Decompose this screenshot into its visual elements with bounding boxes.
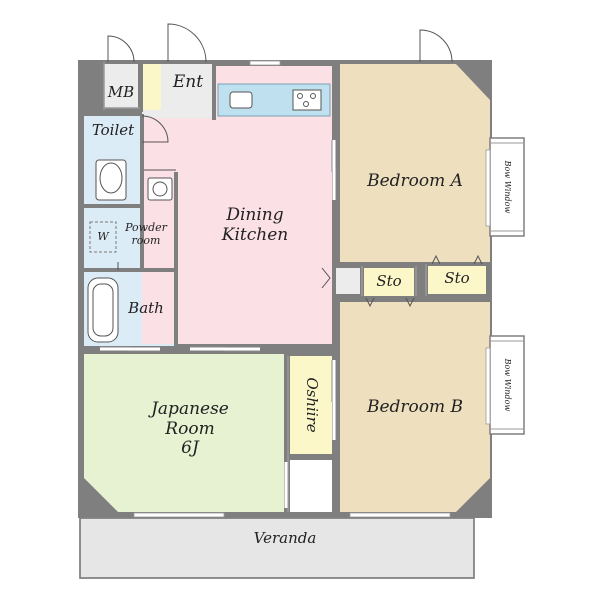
stove-icon: [292, 89, 322, 111]
bathtub-fixture: [87, 277, 119, 343]
entry-step-fill: [143, 64, 161, 110]
washer-box: [89, 221, 117, 253]
storage-1: [364, 268, 414, 296]
sliding-doors: [100, 140, 336, 508]
sliding-door-lines: [100, 140, 337, 440]
oshiire-closet: [290, 356, 332, 454]
pillar-top-right: [456, 64, 490, 100]
corridor-nook: [336, 268, 360, 294]
storage-2: [428, 266, 486, 294]
bow-window-b-frame: [489, 335, 525, 435]
veranda-edge: [79, 517, 475, 579]
sink-icon: [229, 91, 253, 109]
washbasin-fixture: [147, 177, 173, 201]
pillar-bottom-left: [84, 478, 118, 512]
swing-doors: [107, 23, 483, 308]
wall-windows: [133, 60, 491, 518]
japanese-room: [84, 354, 284, 512]
veranda-area: [79, 517, 475, 579]
closet-lower: [290, 460, 332, 512]
bedroom-b-room: [340, 302, 490, 512]
toilet-fixture: [95, 159, 127, 201]
bedroom-a-room: [340, 64, 490, 262]
thin-walls: [103, 62, 427, 512]
mb-room: [104, 64, 138, 108]
pillar-bottom-right: [456, 478, 490, 512]
bow-window-a-frame: [489, 137, 525, 237]
kitchen-counter: [217, 83, 331, 117]
